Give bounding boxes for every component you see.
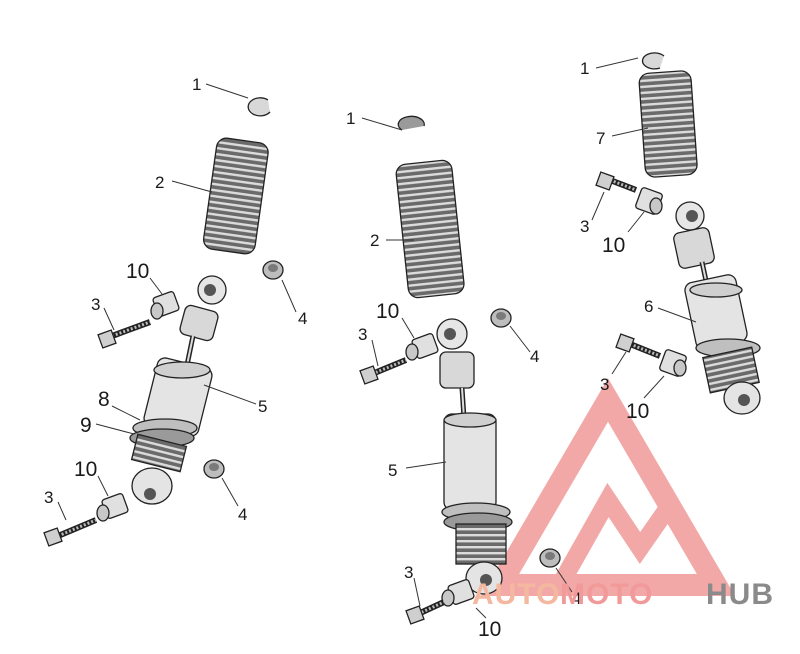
bolt-part-3-right-bottom (615, 333, 662, 359)
left-shock-assembly (43, 83, 297, 547)
callout-1-left: 1 (192, 75, 201, 94)
spacer-part-10-top (150, 291, 180, 320)
callout-10-left-top: 10 (126, 260, 149, 283)
bushing-part-4-bottom (203, 459, 225, 479)
bolt-part-3-top (97, 319, 152, 349)
callout-6-right: 6 (644, 297, 653, 316)
callout-10-mid-top: 10 (376, 300, 399, 323)
callout-8-left: 8 (98, 388, 110, 411)
callout-10-mid-bottom: 10 (478, 618, 501, 641)
spring-part-2 (202, 137, 269, 255)
callout-3-left-top: 3 (91, 295, 100, 314)
callout-9-left: 9 (80, 414, 92, 437)
watermark-text: AUTO MOTO HUB (472, 578, 774, 611)
bushing-part-4-mid-bottom (539, 548, 561, 568)
spacer-part-10-right-bottom (659, 349, 687, 377)
spacer-part-10-mid-top (405, 333, 439, 361)
callout-7-right: 7 (596, 129, 605, 148)
watermark-hub: HUB (706, 578, 774, 611)
callout-2-mid: 2 (370, 231, 379, 250)
callout-4-mid-bottom: 4 (572, 589, 581, 608)
callout-10-left-bottom: 10 (74, 458, 97, 481)
spacer-part-10-mid-bottom (441, 579, 475, 607)
callout-labels: 1 2 10 3 4 5 8 9 10 3 4 1 2 10 3 4 5 3 4… (44, 59, 653, 641)
callout-3-mid-top: 3 (358, 325, 367, 344)
middle-shock-assembly (359, 115, 573, 625)
callout-10-right-top: 10 (602, 234, 625, 257)
callout-4-left-bottom: 4 (238, 505, 247, 524)
callout-5-left: 5 (258, 397, 267, 416)
spring-part-2-mid (395, 159, 465, 299)
bushing-part-4-top (262, 260, 284, 280)
callout-10-right-bottom: 10 (626, 400, 649, 423)
callout-1-right: 1 (580, 59, 589, 78)
spring-part-7-right (638, 70, 698, 178)
callout-3-mid-bottom: 3 (404, 563, 413, 582)
bolt-part-3-mid-top (359, 357, 408, 385)
bolt-part-3-right-top (595, 171, 638, 193)
spacer-part-10-bottom (96, 493, 129, 522)
shock-absorber-part-6-right (673, 201, 761, 415)
callout-3-left-bottom: 3 (44, 488, 53, 507)
watermark-moto: MOTO (560, 578, 653, 611)
callout-4-left-top: 4 (298, 309, 307, 328)
circlip-part-1 (247, 97, 271, 117)
watermark-auto: AUTO (472, 578, 560, 611)
callout-3-right-top: 3 (580, 217, 589, 236)
watermark-logo (480, 378, 736, 596)
bolt-part-3-mid-bottom (405, 599, 446, 625)
callout-4-mid-top: 4 (530, 347, 539, 366)
circlip-part-1-right (641, 52, 665, 70)
bushing-part-4-mid-top (490, 308, 512, 328)
spacer-part-10-right-top (635, 187, 663, 215)
shock-absorber-part-5-mid (436, 318, 513, 595)
callout-3-right-bottom: 3 (600, 375, 609, 394)
circlip-part-1-mid (397, 115, 425, 131)
callout-1-mid: 1 (346, 109, 355, 128)
bolt-part-3-bottom (43, 517, 98, 547)
shock-absorber-part-5-left (129, 275, 227, 505)
callout-5-mid: 5 (388, 461, 397, 480)
callout-2-left: 2 (155, 173, 164, 192)
right-shock-assembly (591, 52, 761, 415)
